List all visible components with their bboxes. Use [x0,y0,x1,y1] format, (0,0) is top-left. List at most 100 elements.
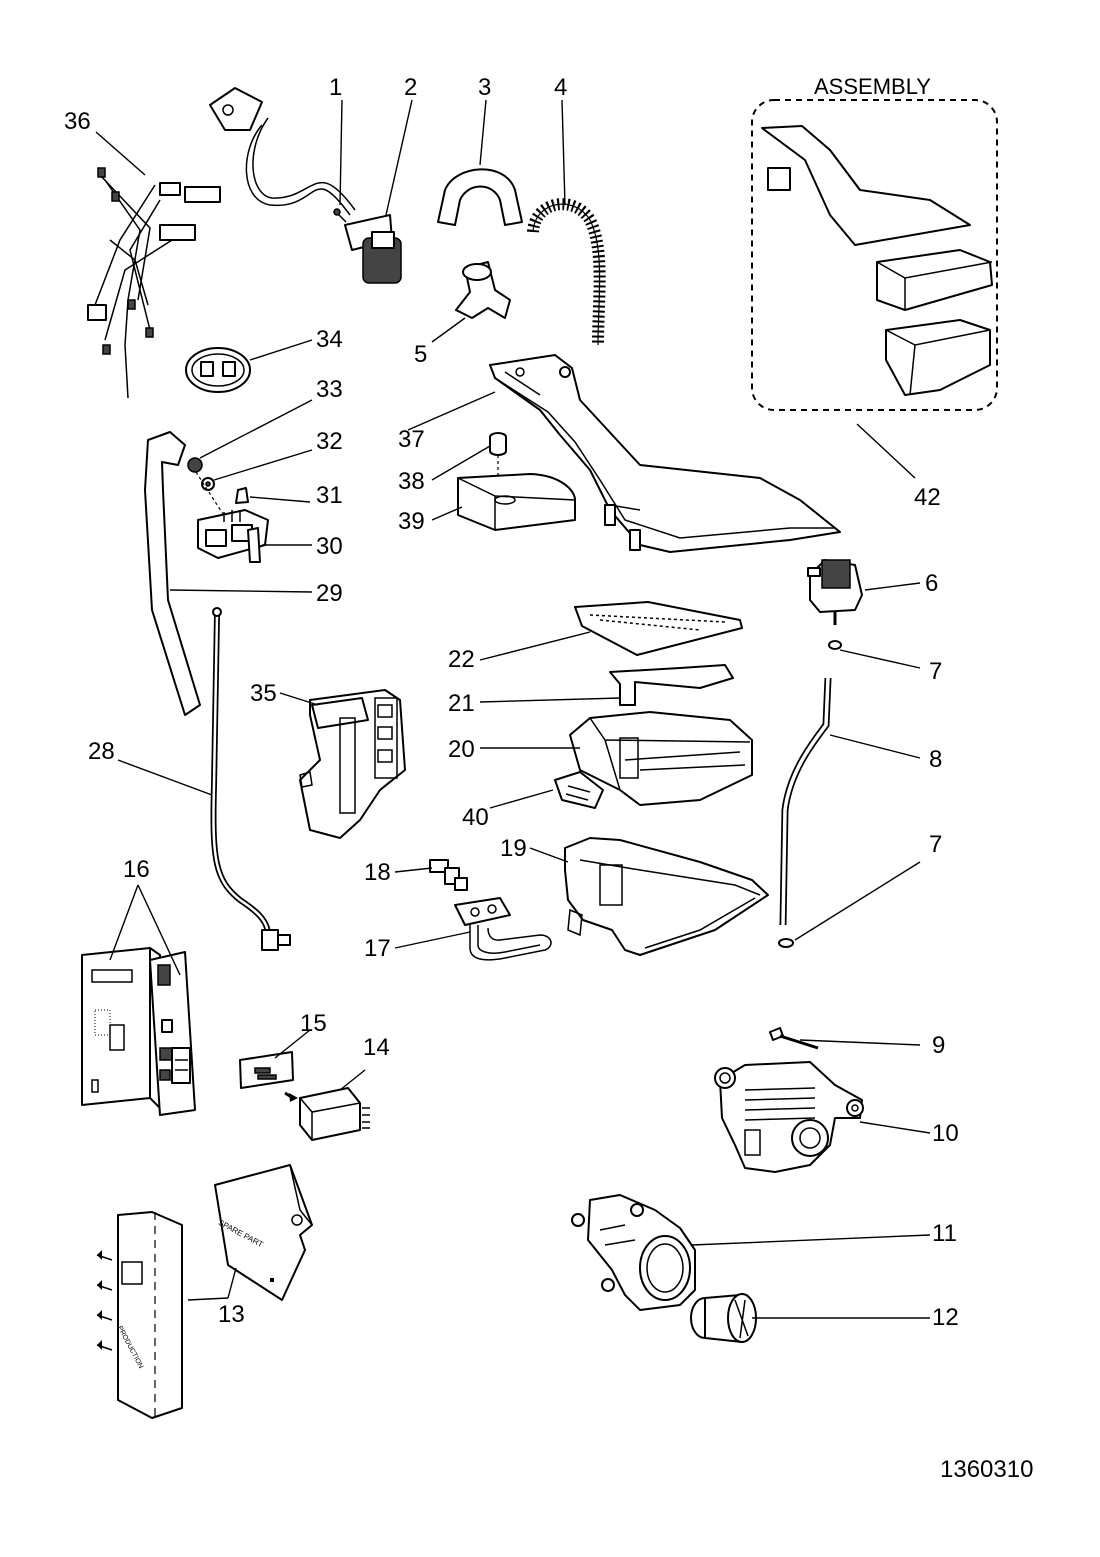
harness-connector [184,186,221,203]
assembly-dispenser-cover [761,125,971,246]
dispenser-housing [564,837,769,956]
callout-4: 4 [554,74,568,101]
leader-32 [213,449,313,481]
pump-filter [690,1293,757,1343]
callout-17: 17 [364,935,391,962]
callout-20: 20 [448,736,475,763]
pump-assembly [571,1194,696,1311]
leader-13-b [227,1267,237,1299]
program-label [239,1051,298,1102]
leader-7-b [794,861,921,941]
spare-part-card [214,1164,313,1301]
callout-21: 21 [448,690,475,717]
callout-7-b: 7 [929,831,943,858]
leader-14 [339,1069,366,1091]
leader-31 [249,496,311,503]
callout-2: 2 [404,74,418,101]
air-trap [197,509,269,563]
hose-guide [437,168,523,226]
dispenser-cover [489,354,841,553]
harness-connector [87,304,107,321]
callout-10: 10 [932,1120,959,1147]
leader-16-b [137,884,181,976]
cap [235,487,249,504]
wiring-harness [87,167,221,399]
callout-35: 35 [250,680,277,707]
callout-33: 33 [316,376,343,403]
callout-13: 13 [218,1301,245,1328]
ntc-sensor [429,859,468,891]
callout-39: 39 [398,508,425,535]
leader-13-a [187,1297,229,1301]
callout-15: 15 [300,1010,327,1037]
leader-22 [479,631,591,661]
detergent-drawer [569,711,753,806]
leader-38 [431,445,491,481]
callout-29: 29 [316,580,343,607]
harness-connector [159,224,196,241]
drawer-insert [554,771,604,809]
power-cord [209,87,356,216]
leader-42 [856,423,916,479]
callout-42: 42 [914,484,941,511]
control-board [81,947,196,1116]
assembly-group [751,99,998,411]
drain-pump [714,1061,864,1173]
hose-clip [828,640,842,650]
leader-17 [394,931,471,949]
assembly-title: ASSEMBLY [814,74,931,99]
leader-34 [249,339,313,361]
leader-19 [529,847,569,863]
drain-hose [527,198,606,346]
leader-11 [691,1234,931,1246]
callout-34: 34 [316,326,343,353]
callout-7: 7 [929,658,943,685]
callout-31: 31 [316,482,343,509]
callout-40: 40 [462,804,489,831]
callout-38: 38 [398,468,425,495]
harness-connector [159,182,181,196]
callout-12: 12 [932,1304,959,1331]
hose-clip-bottom [778,938,794,948]
callout-32: 32 [316,428,343,455]
callout-3: 3 [478,74,492,101]
dispenser-lid [574,601,743,656]
document-number: 1360310 [940,1456,1034,1483]
earth-wire [210,607,291,951]
leader-4 [561,99,566,206]
callout-19: 19 [500,835,527,862]
callout-36: 36 [64,108,91,135]
leader-36 [95,131,146,176]
callout-5: 5 [414,341,428,368]
siphon-cap [609,664,734,706]
leader-10 [859,1121,931,1134]
callout-30: 30 [316,533,343,560]
plug [209,87,263,131]
pressure-switch [807,559,863,625]
leader-5 [431,317,466,343]
leader-21 [479,697,621,703]
callout-6: 6 [925,570,939,597]
callout-18: 18 [364,859,391,886]
leader-35 [279,692,319,706]
leader-3 [479,99,487,166]
leader-6 [864,582,921,591]
leader-40 [489,789,554,809]
grommet [185,347,251,393]
leader-28 [117,759,213,796]
callout-9: 9 [932,1032,946,1059]
pressure-hose [144,431,201,716]
production-card [96,1211,183,1419]
leader-29 [169,589,313,593]
leader-8 [829,734,921,759]
screw [769,1027,819,1050]
assembly-dashed-box [751,99,998,411]
door-lock [299,689,406,839]
suppressor-filter [333,208,402,284]
callout-28: 28 [88,738,115,765]
assembly-drawer [876,249,993,311]
siphon-tray [457,473,576,531]
leader-39 [431,506,463,521]
